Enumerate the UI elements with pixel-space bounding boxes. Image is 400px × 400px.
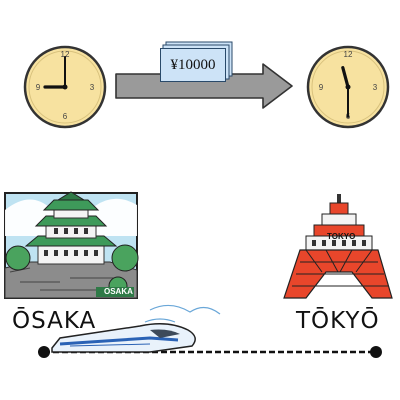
svg-text:9: 9 (36, 83, 41, 92)
origin-stop (38, 346, 50, 358)
destination-stop (370, 346, 382, 358)
start-clock-icon: 12 3 6 9 (23, 45, 107, 129)
fare-banknote: ¥10000 (160, 48, 226, 82)
end-hour-hand (341, 66, 350, 89)
fare-amount: ¥10000 (170, 57, 216, 73)
tokyo-tower-icon (283, 194, 393, 299)
shinkansen-train-icon (51, 304, 221, 353)
tokyo-badge: TOKYO (327, 232, 356, 241)
svg-text:12: 12 (344, 50, 353, 59)
svg-text:9: 9 (319, 83, 324, 92)
svg-text:3: 3 (90, 83, 95, 92)
svg-text:12: 12 (61, 50, 70, 59)
osaka-castle-icon (4, 191, 139, 299)
end-clock-icon: 12 3 6 9 (306, 45, 390, 129)
svg-text:3: 3 (373, 83, 378, 92)
osaka-badge: OSAKA (104, 287, 133, 296)
svg-text:6: 6 (63, 112, 68, 121)
origin-label: ŌSAKA (12, 308, 97, 334)
destination-label: TŌKYŌ (296, 308, 380, 334)
